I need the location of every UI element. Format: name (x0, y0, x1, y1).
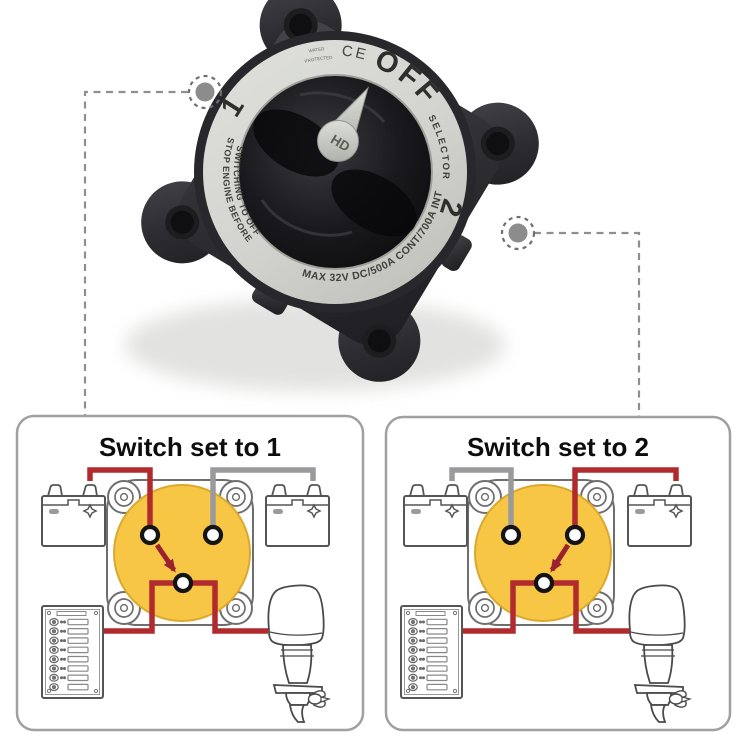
switch-posts (139, 524, 224, 594)
panel-title: Switch set to 2 (467, 432, 649, 462)
mounting-holes (165, 8, 515, 358)
callout-line-right (534, 231, 641, 458)
switch-posts (500, 524, 586, 594)
fuse-panel-icon (400, 605, 463, 699)
post-2 (202, 524, 224, 546)
dial-center (237, 74, 433, 270)
ce-mark: CE (341, 43, 368, 64)
wire-battery2-red (572, 467, 679, 535)
small-print-line1: WATER (308, 46, 325, 53)
callout-dot-left (195, 82, 215, 102)
panel-switch-set-1: Switch set to 1 (15, 414, 365, 732)
callout-circle-left (187, 74, 223, 110)
svg-text:CE: CE (341, 43, 370, 64)
battery-switch-photo: HD OFF 1 2 CE WATER PROTECTED SELECTOR S… (80, 0, 644, 470)
post-1 (500, 524, 522, 546)
post-2 (564, 524, 586, 546)
knob: HD (253, 86, 417, 237)
selector-switch-face (474, 484, 612, 622)
callout-line-left (83, 90, 188, 462)
callout-dot-right (508, 223, 528, 243)
selector-switch-face (113, 484, 251, 622)
wire-battery2-gray (210, 467, 316, 535)
small-print-line2: PROTECTED (304, 55, 333, 64)
common-post (172, 572, 194, 594)
panel-switch-set-2: Switch set to 2 (384, 415, 732, 732)
post-1 (139, 524, 161, 546)
common-post (533, 572, 555, 594)
svg-text:PROTECTED: PROTECTED (304, 55, 333, 64)
knob-hub (317, 120, 359, 162)
svg-text:WATER: WATER (308, 46, 325, 53)
callout-circle-right (500, 215, 536, 251)
wire-battery1-gray (449, 467, 514, 535)
wire-battery1-red (87, 467, 153, 535)
panel-title: Switch set to 1 (99, 432, 281, 462)
selector-arrow (549, 543, 571, 573)
selector-arrow (154, 543, 177, 573)
fuse-panel-icon (41, 605, 104, 699)
